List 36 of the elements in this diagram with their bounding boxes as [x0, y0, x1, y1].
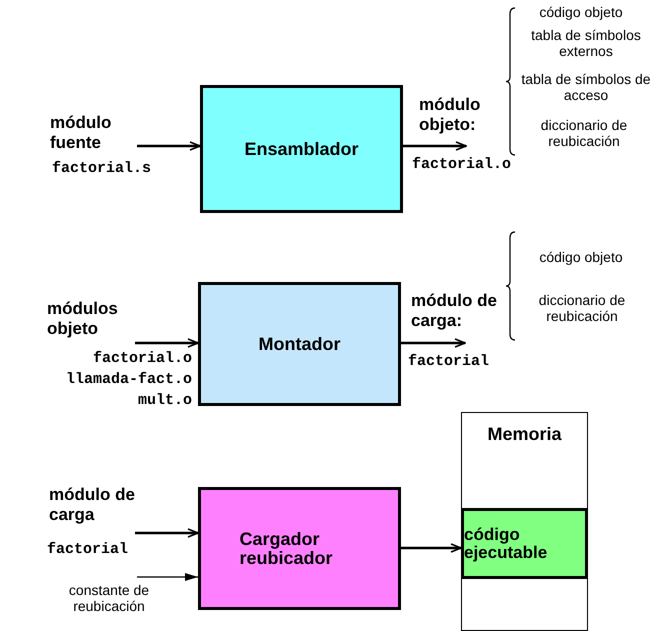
input-label: constante de reubicación: [68, 582, 150, 614]
file-name: factorial: [47, 541, 130, 558]
process-box: [200, 85, 403, 213]
process-box: [198, 282, 401, 406]
file-name: factorial.o: [92, 350, 192, 367]
node-label: Memoria: [487, 425, 562, 444]
arrow: [137, 141, 201, 151]
arrow: [137, 573, 198, 581]
node-label: código ejecutable: [464, 526, 548, 562]
flow-label: módulo de carga:: [411, 291, 498, 331]
file-name: llamada-fact.o: [64, 371, 192, 388]
file-name: factorial: [408, 353, 490, 370]
file-name: mult.o: [136, 392, 192, 409]
content-item: diccionario de reubicación: [538, 292, 626, 324]
arrow: [135, 528, 199, 538]
process-box: [198, 487, 401, 610]
content-item: diccionario de reubicación: [540, 117, 628, 149]
node-label: Ensamblador: [244, 140, 359, 158]
flow-label: módulo objeto:: [419, 95, 482, 135]
node-label: Cargador reubicador: [240, 530, 334, 568]
arrow: [403, 141, 467, 151]
arrow: [401, 338, 466, 348]
flow-label: módulo fuente: [50, 113, 112, 153]
memory-column: [461, 412, 588, 631]
arrow: [401, 543, 462, 553]
content-item: código objeto: [538, 249, 624, 265]
flow-label: módulo de carga: [49, 485, 136, 525]
node-label: Montador: [258, 334, 340, 354]
content-item: tabla de símbolos de acceso: [520, 71, 652, 103]
memory-segment: [461, 508, 588, 579]
flow-label: módulos objeto: [47, 299, 119, 339]
file-name: factorial.o: [412, 156, 512, 173]
file-name: factorial.s: [52, 160, 152, 177]
content-item: tabla de símbolos externos: [530, 27, 642, 59]
content-item: código objeto: [538, 4, 624, 20]
arrow: [135, 338, 199, 348]
